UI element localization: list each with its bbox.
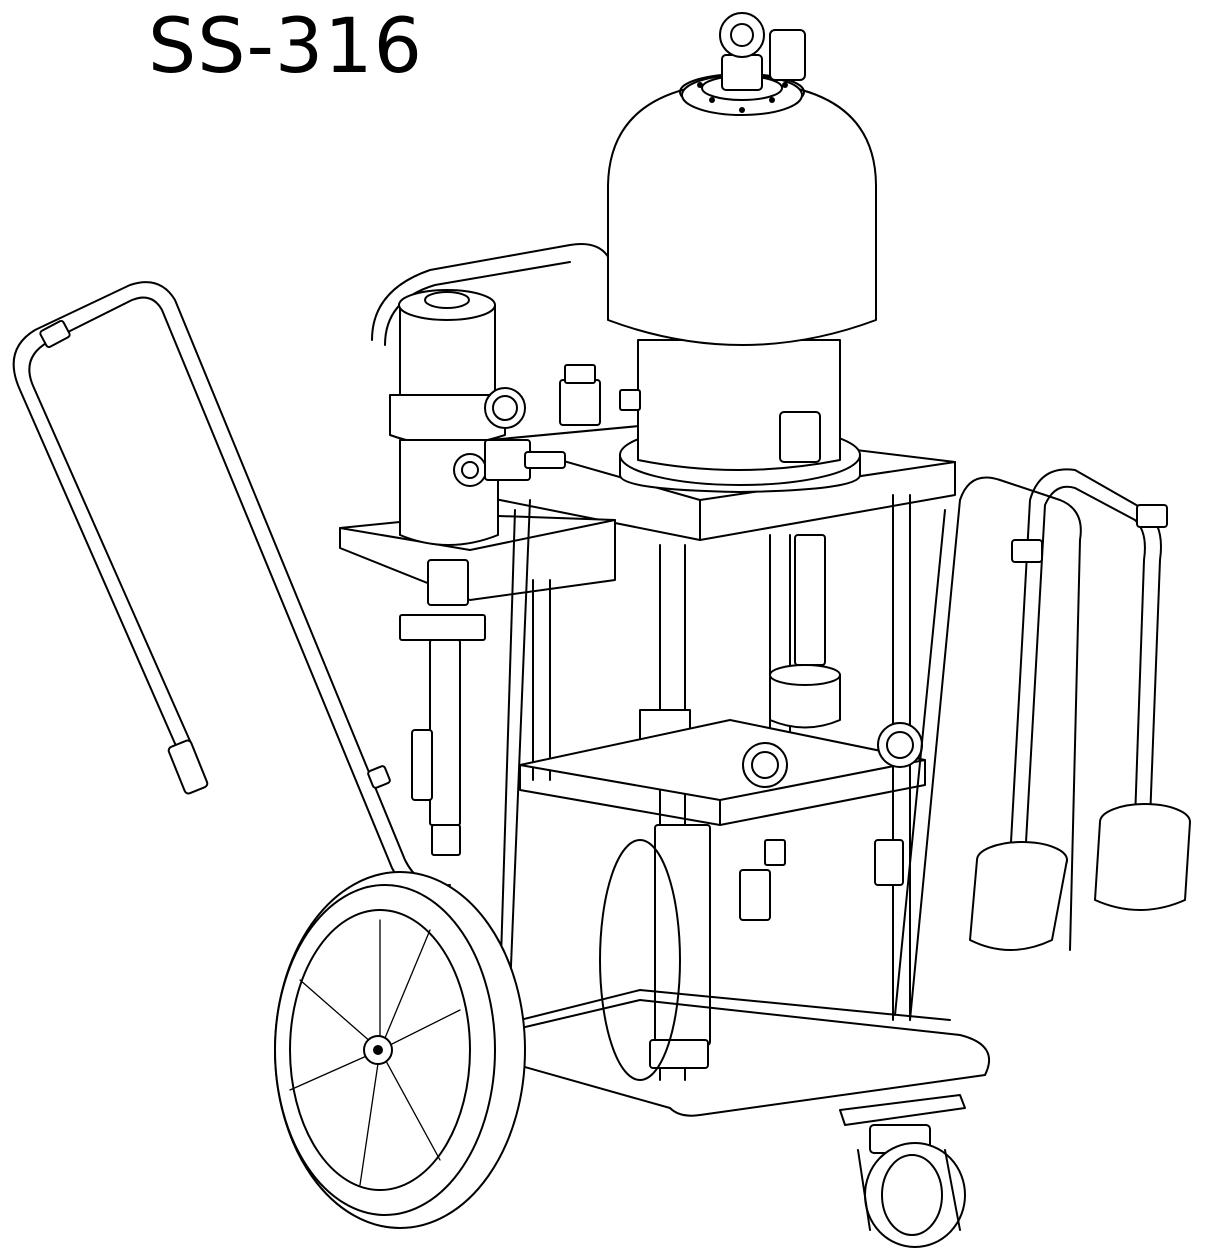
- wheel-rear: [599, 839, 681, 1081]
- air-regulator: [484, 364, 641, 481]
- caster-wheel: [839, 1094, 966, 1248]
- rear-handle: [371, 243, 611, 341]
- air-motor: [607, 73, 877, 493]
- small-pump: [389, 289, 506, 856]
- model-label: SS-316: [148, 1, 423, 90]
- fluid-pump: [519, 534, 926, 1069]
- suction-tubes: [969, 468, 1191, 951]
- lifting-eye: [681, 12, 806, 116]
- wheel-large: [274, 871, 526, 1229]
- left-handle: [12, 281, 456, 898]
- cart-base: [469, 476, 1082, 1117]
